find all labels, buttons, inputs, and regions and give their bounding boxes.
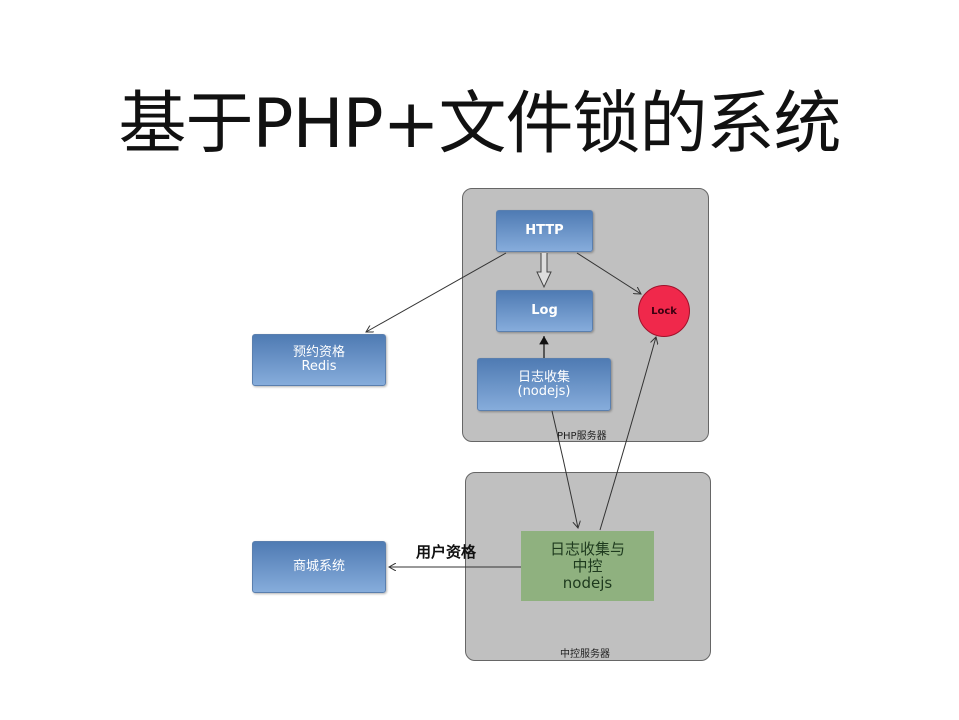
lock-label: Lock — [651, 305, 677, 317]
mall-label: 商城系统 — [292, 559, 345, 574]
mall-node: 商城系统 — [252, 541, 386, 593]
control-line2: 中控 — [572, 556, 603, 575]
arrow-http-to-log — [536, 253, 552, 289]
collector-line2: (nodejs) — [517, 383, 571, 399]
control-line1: 日志收集与 — [549, 539, 625, 558]
redis-line1: 预约资格 — [292, 345, 345, 360]
log-node: Log — [496, 290, 593, 332]
http-node: HTTP — [496, 210, 593, 252]
control-server-label: 中控服务器 — [560, 649, 610, 660]
edge-label-user-qualification: 用户资格 — [416, 543, 477, 561]
arrow-http-to-lock — [576, 252, 641, 294]
log-collector-node: 日志收集 (nodejs) — [477, 358, 611, 411]
redis-line2: Redis — [301, 359, 337, 374]
arrow-http-to-redis — [366, 252, 507, 332]
arrow-collector-to-control — [551, 410, 578, 528]
control-node: 日志收集与 中控 nodejs — [521, 531, 654, 601]
slide-title: 基于PHP+文件锁的系统 — [118, 85, 841, 164]
control-line3: nodejs — [562, 573, 613, 592]
http-label: HTTP — [525, 223, 564, 238]
redis-node: 预约资格 Redis — [252, 334, 386, 386]
collector-line1: 日志收集 — [517, 369, 570, 385]
arrow-control-to-lock — [599, 337, 656, 531]
lock-node: Lock — [638, 285, 690, 337]
php-server-label: PHP服务器 — [557, 431, 607, 442]
log-label: Log — [531, 303, 558, 318]
